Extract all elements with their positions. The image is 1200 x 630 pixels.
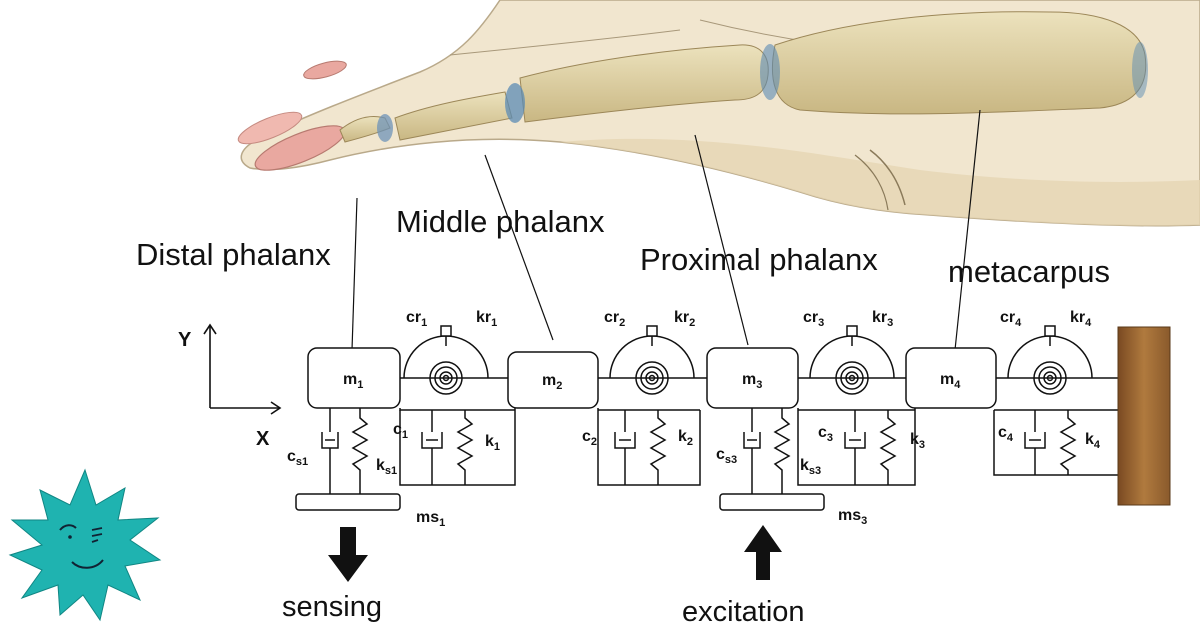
sensor-1 — [295, 408, 401, 511]
k1-label: k1 — [485, 433, 500, 453]
middle-phalanx-label: Middle phalanx — [396, 204, 605, 239]
cs3-label: cs3 — [716, 446, 737, 466]
axis-x-label: X — [256, 428, 270, 450]
mass-label-m4: m4 — [940, 371, 961, 391]
cs1-label: cs1 — [287, 448, 308, 468]
cr3-label: cr3 — [803, 309, 824, 329]
kr2-label: kr2 — [674, 309, 695, 329]
mass-m1 — [307, 347, 401, 409]
c4-label: c4 — [998, 424, 1014, 444]
down-arrow-icon — [328, 527, 368, 582]
sensor-3 — [719, 408, 825, 511]
ms1-label: ms1 — [416, 509, 445, 529]
distal-phalanx-label: Distal phalanx — [136, 237, 331, 272]
ks3-label: ks3 — [800, 457, 821, 477]
k2-label: k2 — [678, 428, 693, 448]
rotary-joint-4 — [1007, 325, 1093, 395]
c2-label: c2 — [582, 428, 597, 448]
mass-label-m3: m3 — [742, 371, 762, 391]
axes-icon — [203, 323, 282, 415]
finger-illustration — [237, 0, 1200, 227]
rotary-joint-2 — [609, 325, 695, 395]
ground-set-3 — [797, 408, 916, 486]
cr1-label: cr1 — [406, 309, 427, 329]
mass-m4 — [905, 347, 997, 409]
mass-label-m2: m2 — [542, 372, 562, 392]
ks1-label: ks1 — [376, 457, 397, 477]
cr2-label: cr2 — [604, 309, 625, 329]
ms3-label: ms3 — [838, 507, 867, 527]
sensor-mass-ms3 — [719, 493, 825, 511]
metacarpus-label: metacarpus — [948, 254, 1110, 289]
kr1-label: kr1 — [476, 309, 497, 329]
rotary-joint-1 — [403, 325, 489, 395]
sensor-mass-ms1 — [295, 493, 401, 511]
axis-y-label: Y — [178, 329, 192, 351]
mass-m2 — [507, 351, 599, 409]
rotary-joints — [403, 325, 1093, 395]
excitation-label: excitation — [682, 596, 805, 628]
up-arrow-icon — [744, 525, 782, 580]
cr4-label: cr4 — [1000, 309, 1022, 329]
fixed-wall — [1117, 326, 1171, 506]
c3-label: c3 — [818, 424, 833, 444]
kr3-label: kr3 — [872, 309, 893, 329]
k3-label: k3 — [910, 431, 925, 451]
mascot-icon — [8, 468, 162, 622]
proximal-phalanx-label: Proximal phalanx — [640, 242, 878, 277]
ground-elements — [399, 408, 1118, 486]
c1-label: c1 — [393, 421, 408, 441]
sensing-label: sensing — [282, 591, 382, 623]
rotary-joint-3 — [809, 325, 895, 395]
sensor-assemblies — [295, 408, 825, 511]
kr4-label: kr4 — [1070, 309, 1092, 329]
mass-label-m1: m1 — [343, 371, 363, 391]
k4-label: k4 — [1085, 431, 1101, 451]
ground-set-1 — [399, 408, 516, 486]
finger-shadow — [560, 138, 1200, 226]
mass-blocks — [307, 347, 997, 409]
ground-set-2 — [597, 408, 701, 486]
leader-lines — [351, 109, 981, 351]
ground-set-4 — [993, 409, 1118, 476]
